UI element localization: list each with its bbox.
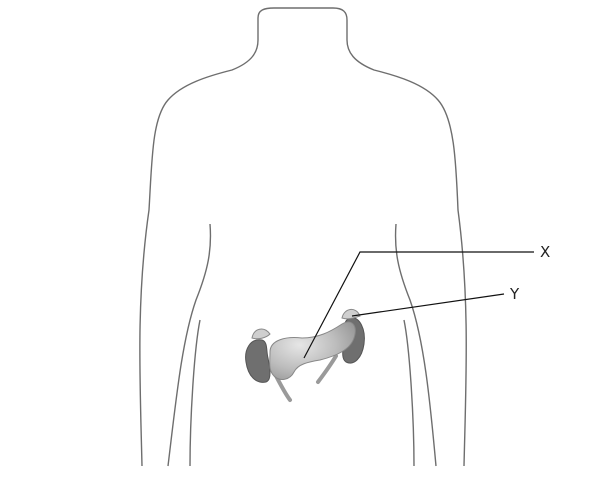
left-adrenal-gland: [251, 328, 271, 340]
right-arm-crease: [403, 319, 415, 467]
right-ureter: [316, 354, 338, 384]
body-outline: [139, 7, 467, 467]
pancreas: [269, 321, 356, 380]
right-arm-inner-line: [394, 223, 437, 467]
left-kidney: [245, 339, 271, 383]
right-adrenal-gland: [341, 309, 361, 320]
leader-line-y: [351, 293, 505, 317]
label-y: Y: [509, 285, 520, 303]
leader-line-x: [303, 251, 534, 359]
left-arm-crease: [189, 319, 201, 467]
label-x: X: [540, 243, 550, 261]
left-arm-inner-line: [167, 223, 212, 467]
